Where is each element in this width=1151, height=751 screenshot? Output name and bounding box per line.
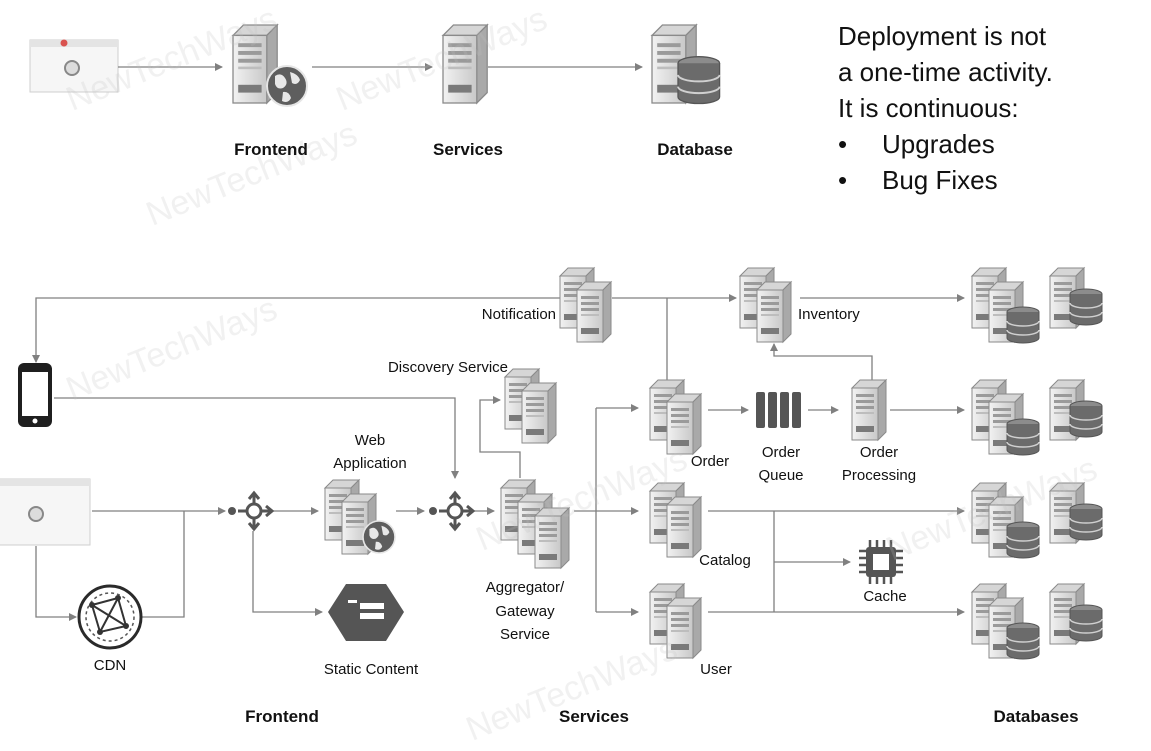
order-server-icon xyxy=(649,379,702,455)
connector-lines xyxy=(32,294,965,621)
order-queue-label-1: Order xyxy=(761,444,801,461)
inventory-server-icon xyxy=(739,267,792,343)
section-frontend-label: Frontend xyxy=(245,707,319,726)
note-bullet-item: • Bug Fixes xyxy=(838,162,1053,198)
bullet-symbol: • xyxy=(838,165,848,195)
notification-label: Notification xyxy=(481,306,556,323)
services-server-icon xyxy=(442,24,488,104)
note-line: Deployment is not xyxy=(838,21,1047,51)
top-database-label: Database xyxy=(657,140,733,159)
database-server-icon xyxy=(651,24,721,105)
load-balancer-icon xyxy=(226,491,274,531)
cdn-label: CDN xyxy=(93,657,127,674)
note-bullet-bug-fixes: Bug Fixes xyxy=(882,165,998,195)
section-databases-label: Databases xyxy=(993,707,1079,726)
browser-window-icon-bottom xyxy=(0,478,91,546)
static-content-icon xyxy=(328,584,404,641)
order-label: Order xyxy=(690,453,730,470)
section-services-label: Services xyxy=(559,707,629,726)
web-application-label-1: Web xyxy=(354,432,386,449)
top-row xyxy=(29,24,721,107)
frontend-server-icon xyxy=(232,24,308,107)
note-bullet-item: • Upgrades xyxy=(838,126,1053,162)
note-bullet-upgrades: Upgrades xyxy=(882,129,995,159)
aggregator-label-2: Gateway xyxy=(495,603,555,620)
database-icon-row-catalog xyxy=(971,482,1103,559)
top-services-label: Services xyxy=(433,140,503,159)
notification-server-icon xyxy=(559,267,612,343)
order-queue-label-2: Queue xyxy=(758,467,804,484)
database-icon-row-order xyxy=(971,379,1103,456)
aggregator-label-1: Aggregator/ xyxy=(485,579,565,596)
order-processing-label-2: Processing xyxy=(841,467,917,484)
top-frontend-label: Frontend xyxy=(234,140,308,159)
bullet-symbol: • xyxy=(838,129,848,159)
inventory-label: Inventory xyxy=(798,306,860,323)
deployment-note: Deployment is not a one-time activity. I… xyxy=(838,18,1053,198)
note-line: It is continuous: xyxy=(838,93,1019,123)
web-application-label-2: Application xyxy=(333,455,407,472)
note-line: a one-time activity. xyxy=(838,57,1053,87)
aggregator-label-3: Service xyxy=(499,626,551,643)
order-processing-label-1: Order xyxy=(859,444,899,461)
discovery-service-label: Discovery Service xyxy=(387,359,508,376)
cdn-icon xyxy=(77,584,143,650)
static-content-label: Static Content xyxy=(323,661,419,678)
cache-chip-icon xyxy=(859,540,903,584)
user-label: User xyxy=(700,661,732,678)
catalog-label: Catalog xyxy=(699,552,751,569)
browser-window-icon xyxy=(29,39,119,93)
database-icon-row-inventory xyxy=(971,267,1103,344)
order-processing-server-icon xyxy=(851,379,887,441)
web-application-server-icon xyxy=(324,479,396,555)
aggregator-gateway-server-icon xyxy=(500,479,570,569)
catalog-server-icon xyxy=(649,482,702,558)
load-balancer-icon xyxy=(427,491,475,531)
database-icon-row-user xyxy=(971,583,1103,660)
cache-label: Cache xyxy=(863,588,907,605)
user-server-icon xyxy=(649,583,702,659)
mobile-phone-icon xyxy=(18,363,52,427)
order-queue-icon xyxy=(756,392,801,428)
discovery-service-server-icon xyxy=(504,368,557,444)
